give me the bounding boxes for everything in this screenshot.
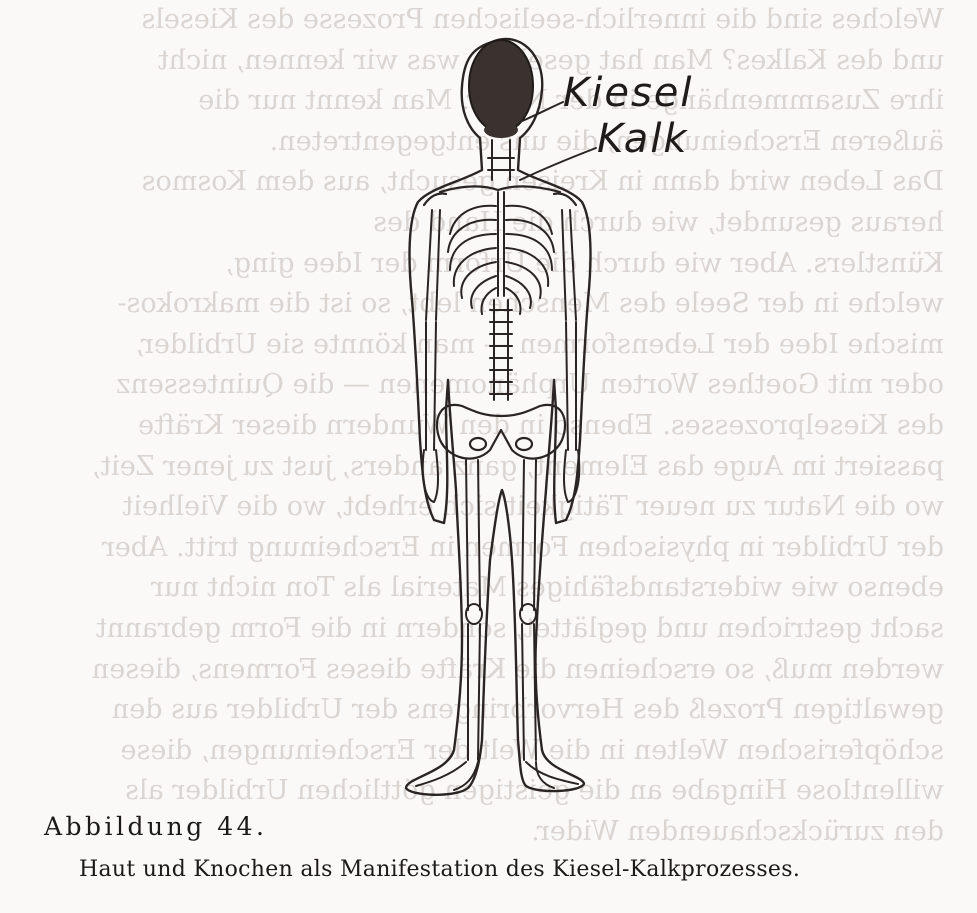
label-kiesel: Kiesel [563, 70, 694, 116]
spine [488, 140, 514, 400]
legs [466, 460, 536, 760]
rib-cage [448, 192, 554, 314]
figure-number: Abbildung 44. [44, 812, 267, 841]
figure-caption: Haut und Knochen als Manifestation des K… [79, 857, 800, 882]
leader-line-kalk [520, 148, 596, 180]
shoulders [424, 186, 576, 205]
label-kalk: Kalk [597, 116, 689, 162]
skeleton-figure [370, 20, 630, 810]
skull [469, 40, 533, 132]
pelvis [437, 405, 565, 459]
